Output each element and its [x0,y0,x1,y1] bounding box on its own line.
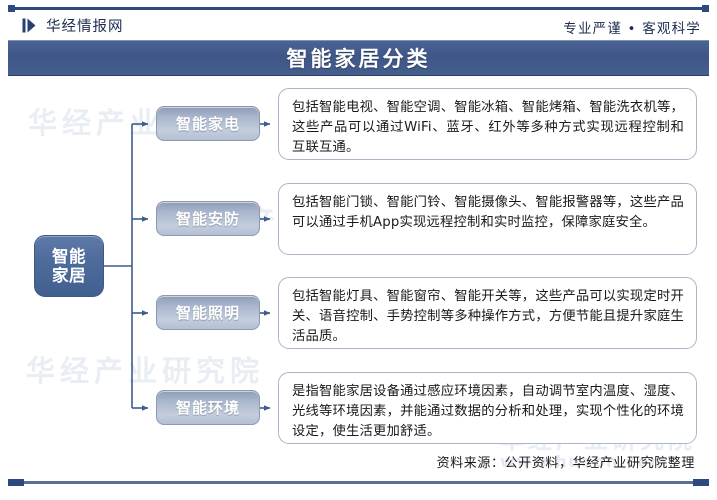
description-box-smart-appliances: 包括智能电视、智能空调、智能冰箱、智能烤箱、智能洗衣机等，这些产品可以通过WiF… [278,88,697,160]
description-box-smart-security: 包括智能门锁、智能门铃、智能摄像头、智能报警器等，这些产品可以通过手机App实现… [278,183,697,255]
category-node-label: 智能照明 [175,304,240,322]
description-text: 包括智能灯具、智能窗帘、智能开关等，这些产品可以实现定时开关、语音控制、手势控制… [292,289,684,345]
brand-bar: 华经情报网 专业严谨 • 客观科学 [0,12,717,38]
top-divider [8,7,709,10]
category-node-label: 智能家电 [175,115,240,133]
top-divider-cap-right [702,5,709,12]
root-node-label-line2: 家居 [52,266,86,285]
bottom-divider [8,481,709,484]
description-box-smart-lighting: 包括智能灯具、智能窗帘、智能开关等，这些产品可以实现定时开关、语音控制、手势控制… [278,277,697,349]
description-text: 包括智能门锁、智能门铃、智能摄像头、智能报警器等，这些产品可以通过手机App实现… [292,195,684,231]
page-title: 智能家居分类 [286,47,431,71]
bottom-divider-cap-left [8,479,24,486]
brand-name: 华经情报网 [46,19,124,35]
root-node-label-line1: 智能 [52,246,86,266]
diagram-canvas: 华经产业研究院 华经产业研究院 华经产业研究院 华经产业研究院 www.huao… [8,80,709,471]
description-text: 是指智能家居设备通过感应环境因素，自动调节室内温度、湿度、光线等环境因素，并能通… [292,384,684,440]
root-node[interactable]: 智能 家居 [34,235,104,297]
flag-mark-icon [22,18,36,33]
category-node-smart-appliances[interactable]: 智能家电 [156,106,260,141]
chart-title-band: 智能家居分类 [8,40,709,76]
description-text: 包括智能电视、智能空调、智能冰箱、智能烤箱、智能洗衣机等，这些产品可以通过WiF… [292,100,684,156]
source-note: 资料来源：公开资料，华经产业研究院整理 [436,456,695,471]
connector-lines [104,121,271,411]
category-node-label: 智能安防 [175,210,240,228]
category-node-smart-environment[interactable]: 智能环境 [156,390,260,425]
brand-tagline: 专业严谨 • 客观科学 [563,21,701,37]
description-box-smart-environment: 是指智能家居设备通过感应环境因素，自动调节室内温度、湿度、光线等环境因素，并能通… [278,372,697,444]
category-node-label: 智能环境 [175,399,240,417]
top-divider-cap-left [8,5,15,12]
bottom-divider-cap-right [693,479,709,486]
category-node-smart-security[interactable]: 智能安防 [156,201,260,236]
brand: 华经情报网 [22,15,124,36]
category-node-smart-lighting[interactable]: 智能照明 [156,295,260,330]
